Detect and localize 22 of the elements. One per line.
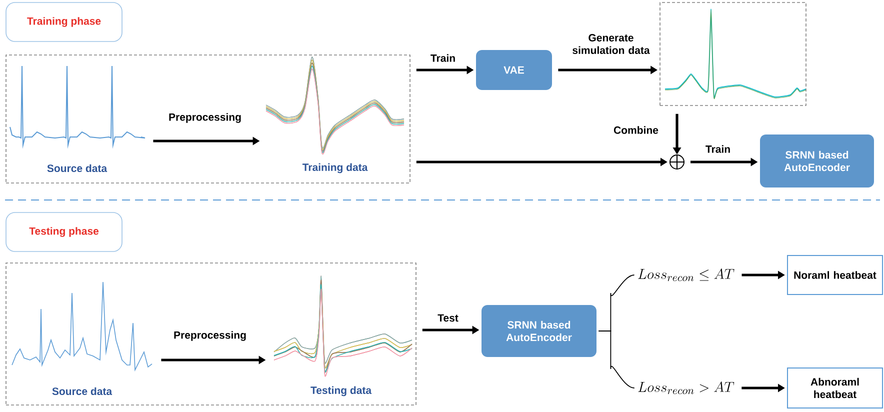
- edge-label: Test: [436, 313, 460, 323]
- edge-label: Generate simulation data: [565, 33, 657, 55]
- process-box: SRNN based AutoEncoder: [482, 305, 596, 357]
- waveform-caption: Training data: [302, 163, 368, 174]
- edge-label: Preprocessing: [172, 330, 248, 342]
- process-box: VAE: [476, 50, 552, 90]
- waveform-caption: Source data: [47, 164, 108, 172]
- edge-label: Train: [704, 144, 732, 154]
- chart-frame: [660, 2, 806, 106]
- result-box: Noraml heatbeat: [787, 255, 883, 295]
- condition-formula: $Loss_{recon} > AT$: [638, 382, 734, 394]
- sum-symbol: [669, 154, 685, 170]
- waveform-caption: Source data: [52, 387, 112, 396]
- waveform-caption: Testing data: [310, 386, 372, 396]
- process-box: SRNN based AutoEncoder: [760, 134, 874, 188]
- result-box: Abnoraml heatbeat: [787, 368, 883, 408]
- edge-label: Train: [429, 53, 457, 63]
- phase-label-box: Training phase: [6, 2, 122, 42]
- phase-label-box: Testing phase: [6, 212, 122, 252]
- edge-label: Preprocessing: [168, 112, 242, 124]
- edge-label: Combine: [612, 125, 660, 135]
- condition-formula: $Loss_{recon} \leq AT$: [638, 268, 734, 282]
